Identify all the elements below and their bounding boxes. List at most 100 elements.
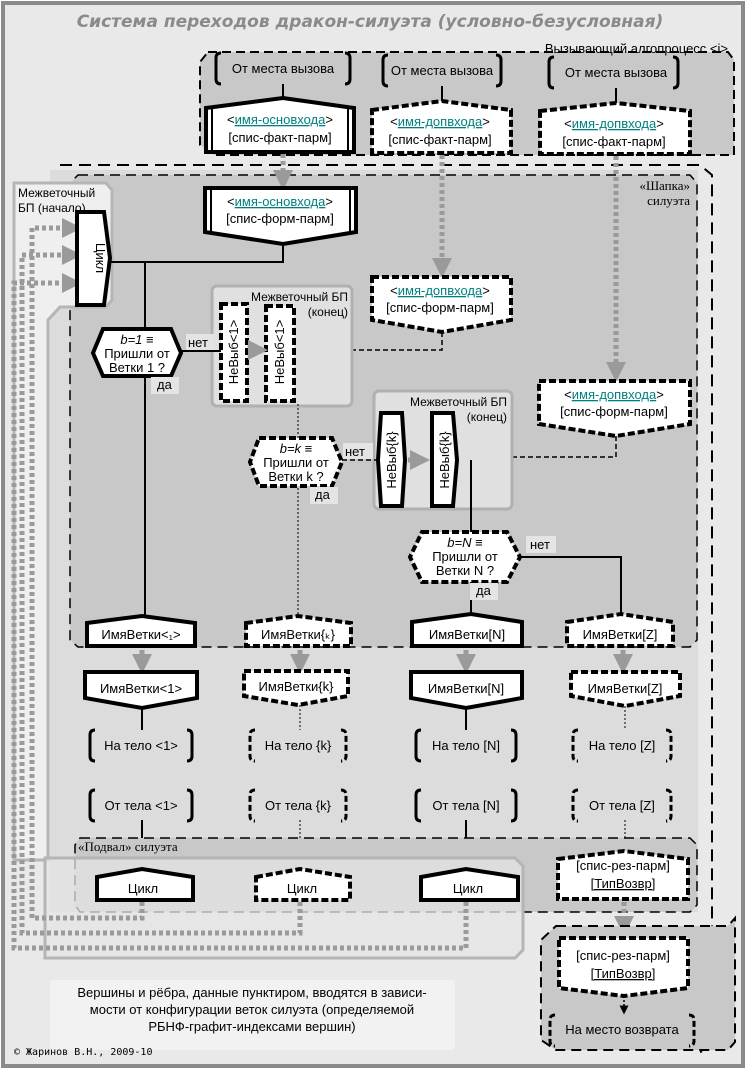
svg-text:<имя-основхода>: <имя-основхода>: [227, 194, 333, 209]
call-site-1: От места вызова: [214, 51, 352, 86]
result-params-box-1: [спис-рез-парм] [ТипВозвр]: [556, 848, 690, 901]
entry-name-link[interactable]: имя-допвхода: [398, 114, 483, 129]
svg-text:b=1 ≡: b=1 ≡: [120, 332, 153, 347]
svg-text:ИмяВетки<₁>: ИмяВетки<₁>: [101, 627, 180, 642]
svg-text:<имя-допвхода>: <имя-допвхода>: [390, 283, 490, 298]
not-selected-label: НеВыб{k}: [437, 431, 452, 489]
decision-branch-1: b=1 ≡ Пришли от Ветки 1 ?: [90, 327, 184, 378]
svg-text:[ТипВозвр]: [ТипВозвр]: [591, 876, 656, 891]
from-body-n: От тела [N]: [414, 788, 518, 823]
not-selected-label: НеВыб{k}: [384, 431, 399, 489]
not-selected-label: НеВыб<1>: [272, 320, 287, 385]
no-label: нет: [188, 335, 208, 350]
yes-label: да: [315, 487, 331, 502]
svg-text:b=N ≡: b=N ≡: [447, 535, 482, 550]
to-body-1: На тело <1>: [88, 728, 194, 763]
bp-end-label: (конец): [467, 410, 507, 424]
entry-name-link[interactable]: имя-допвхода: [398, 283, 483, 298]
return-to-call-site: На место возврата: [548, 1013, 696, 1048]
cycle-box-n: Цикл: [419, 866, 520, 902]
entry-params: [спис-форм-парм]: [226, 211, 334, 226]
entry-name-link[interactable]: имя-допвхода: [572, 387, 657, 402]
svg-text:Цикл: Цикл: [453, 881, 483, 896]
header-label-line2: силуэта: [647, 193, 690, 208]
entry-main-actual: <имя-основхода> [спис-факт-парм]: [204, 95, 356, 154]
branch-header-1: ИмяВетки<₁>: [85, 613, 197, 648]
to-body-k: На тело {k}: [248, 728, 348, 763]
svg-text:<имя-допвхода>: <имя-допвхода>: [564, 387, 664, 402]
call-site-label: От места вызова: [232, 61, 335, 76]
svg-text:От тела <1>: От тела <1>: [104, 798, 177, 813]
entry-params: [спис-факт-парм]: [388, 132, 491, 147]
branch-name-1: ИмяВетки<1>: [83, 670, 199, 711]
entry-name-link[interactable]: имя-основхода: [235, 194, 326, 209]
branch-header-z: ИмяВетки[Z]: [565, 611, 675, 648]
svg-text:На место возврата: На место возврата: [565, 1022, 679, 1037]
svg-text:На тело [N]: На тело [N]: [432, 738, 500, 753]
branch-name-k: ИмяВетки{k}: [242, 669, 350, 708]
note-text: РБНФ-графит-индексами вершин): [148, 1019, 355, 1034]
branch-name-n: ИмяВетки[N]: [409, 670, 524, 711]
svg-text:ИмяВетки[N]: ИмяВетки[N]: [428, 681, 504, 696]
svg-text:b=k ≡: b=k ≡: [280, 441, 313, 456]
svg-text:Цикл: Цикл: [128, 881, 158, 896]
no-label: нет: [530, 537, 550, 552]
call-site-2: От места вызова: [381, 53, 503, 88]
to-body-z: На тело [Z]: [571, 728, 673, 763]
not-selected-box: [430, 411, 460, 508]
not-selected-label: НеВыб<1>: [226, 320, 241, 385]
bp-end-label: Межветочный БП: [410, 395, 507, 409]
svg-text:ИмяВетки[Z]: ИмяВетки[Z]: [583, 627, 658, 642]
loop-start-label-line2: БП (начало): [18, 201, 86, 215]
header-label-line1: «Шапка»: [639, 178, 690, 193]
entry-extra-actual-1: <имя-допвхода> [спис-факт-парм]: [370, 98, 513, 155]
silhouette-boundary: [60, 164, 713, 1053]
note-text: мости от конфигурации веток силуэта (опр…: [90, 1002, 414, 1017]
svg-text:На тело <1>: На тело <1>: [104, 738, 178, 753]
svg-text:[ТипВозвр]: [ТипВозвр]: [591, 966, 656, 981]
cycle-box-k: Цикл: [254, 866, 352, 902]
diagram-title: Система переходов дракон-силуэта (условн…: [77, 12, 664, 32]
loop-start-cycle-label: Цикл: [93, 243, 108, 273]
result-params-box-2: [спис-рез-парм] [ТипВозвр]: [557, 936, 690, 999]
svg-text:На тело {k}: На тело {k}: [265, 738, 332, 753]
svg-text:<имя-допвхода>: <имя-допвхода>: [390, 114, 490, 129]
not-selected-box: [219, 302, 249, 403]
entry-name-link[interactable]: имя-основхода: [235, 112, 326, 127]
svg-text:ИмяВетки{k}: ИмяВетки{k}: [259, 679, 335, 694]
to-body-n: На тело [N]: [414, 728, 518, 763]
entry-params: [спис-форм-парм]: [560, 404, 668, 419]
svg-text:ИмяВетки[Z]: ИмяВетки[Z]: [588, 681, 663, 696]
svg-text:Ветки N ?: Ветки N ?: [436, 563, 494, 578]
main-flow-line: [108, 244, 284, 620]
svg-text:[спис-рез-парм]: [спис-рез-парм]: [576, 948, 670, 963]
decision-branch-k: b=k ≡ Пришли от Ветки k ?: [247, 436, 345, 488]
caller-label: Вызывающий алгопроцесс <i>: [545, 41, 728, 56]
svg-text:[спис-рез-парм]: [спис-рез-парм]: [576, 858, 670, 873]
entry-extra-formal-1: <имя-допвхода> [спис-форм-парм]: [370, 275, 513, 335]
bp-end-label: Межветочный БП: [251, 290, 348, 304]
loop-start-label-line1: Межветочный: [18, 186, 95, 200]
entry-extra-formal-2: <имя-допвхода> [спис-форм-парм]: [537, 379, 692, 439]
copyright: © Жаринов В.Н., 2009-10: [14, 1047, 152, 1058]
svg-text:Цикл: Цикл: [287, 881, 317, 896]
entry-extra-actual-2: <имя-допвхода> [спис-факт-парм]: [538, 100, 692, 156]
svg-text:От тела [Z]: От тела [Z]: [589, 798, 655, 813]
loop-start-cycle-box: [75, 210, 113, 307]
svg-text:От тела [N]: От тела [N]: [432, 798, 499, 813]
svg-text:На тело [Z]: На тело [Z]: [589, 738, 656, 753]
svg-text:ИмяВетки[N]: ИмяВетки[N]: [429, 627, 505, 642]
svg-text:Ветки 1 ?: Ветки 1 ?: [109, 360, 165, 375]
entry-name-link[interactable]: имя-допвхода: [572, 116, 657, 131]
note-box: [50, 980, 455, 1050]
note-text: Вершины и рёбра, данные пунктиром, вводя…: [77, 985, 426, 1000]
from-body-z: От тела [Z]: [571, 788, 673, 823]
svg-text:<имя-основхода>: <имя-основхода>: [227, 112, 333, 127]
call-site-label: От места вызова: [565, 65, 668, 80]
branch-header-n: ИмяВетки[N]: [410, 611, 524, 648]
yes-label: да: [476, 583, 492, 598]
svg-text:Ветки k ?: Ветки k ?: [268, 469, 323, 484]
entry-params: [спис-форм-парм]: [386, 300, 494, 315]
branch-name-z: ИмяВетки[Z]: [569, 670, 682, 709]
